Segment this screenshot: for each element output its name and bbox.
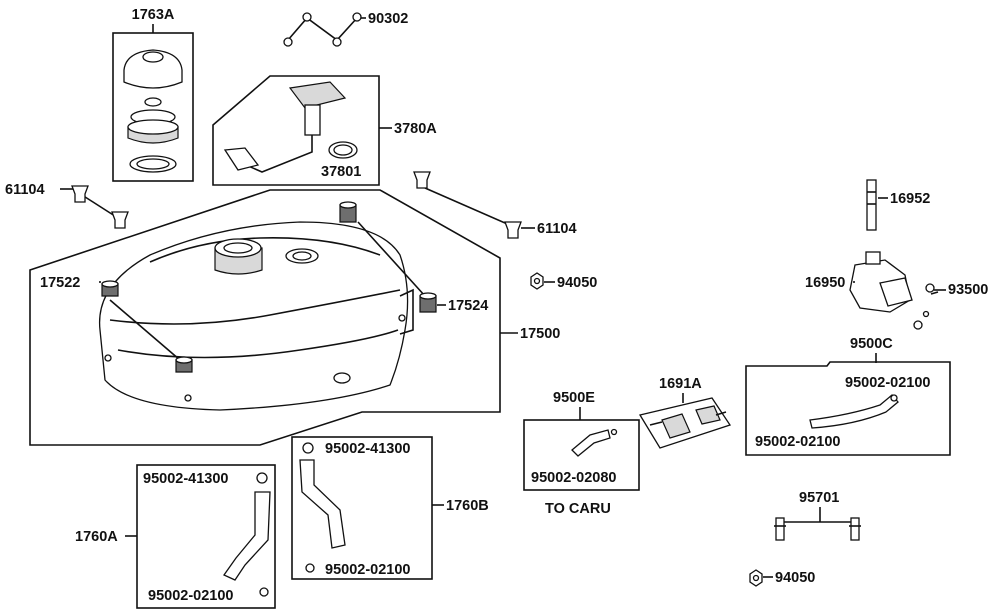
hose-set-e-box [523,419,640,491]
nut-bottom-group: 94050 [749,569,815,587]
grommet-left-group: 61104 [5,182,129,229]
label-rubber-left: 17522 [40,275,80,291]
cock-group: 16950 93500 [805,251,988,330]
label-bolts-top: 90302 [368,11,408,27]
nut-mid-group: 94050 [530,272,597,291]
label-gasket: 37801 [321,164,361,180]
label-tank: 17500 [520,326,560,342]
tank-group: 17500 17522 17524 [29,189,560,446]
filter-group: 1691A [638,376,732,449]
label-cap: 1763A [132,7,175,23]
label-nut-mid: 94050 [557,275,597,291]
pump-group: 3780A 37801 [212,75,437,186]
fuel-cap [123,49,183,89]
label-hose-a: 1760A [75,529,118,545]
label-hose-b: 1760B [446,498,489,514]
label-clip-a-bottom: 95002-02100 [148,588,233,604]
hose-b-box [291,436,433,580]
label-pump: 3780A [394,121,437,137]
cap-group: 1763A [112,7,194,182]
label-screw: 93500 [948,282,988,298]
hose-set-c-group: 9500C 95002-02100 95002-02100 [745,336,951,456]
label-clip-c-top: 95002-02100 [845,375,930,391]
grommet-right-group: 61104 [413,171,577,239]
label-clip-c-bottom: 95002-02100 [755,434,840,450]
label-hose-set-c: 9500C [850,336,893,352]
label-rubber-right: 17524 [448,298,488,314]
label-grommet-right: 61104 [537,221,577,237]
hose-set-e-group: 9500E 95002-02080 TO CARU [523,390,640,517]
label-nut-bottom: 94050 [775,570,815,586]
pump-box [212,75,380,186]
label-grommet-left: 61104 [5,182,45,198]
tank-outline [29,189,501,446]
label-clip-b-bottom: 95002-02100 [325,562,410,578]
rod-group: 16952 [866,179,930,231]
hose-a-group: 1760A 95002-41300 95002-02100 [75,464,276,609]
label-filter: 1691A [659,376,702,392]
label-rod: 16952 [890,191,930,207]
hose-b-group: 1760B 95002-41300 95002-02100 [291,436,489,580]
label-clip-a-top: 95002-41300 [143,471,228,487]
bolts-top-group: 90302 [283,11,408,47]
label-cock: 16950 [805,275,845,291]
label-to-carb: TO CARU [545,501,611,517]
label-bracket: 95701 [799,490,839,506]
bracket-group: 95701 [774,490,861,541]
label-hose-set-e: 9500E [553,390,595,406]
label-clip-e: 95002-02080 [531,470,616,486]
hose-set-c-box [745,361,951,456]
label-clip-b-top: 95002-41300 [325,441,410,457]
